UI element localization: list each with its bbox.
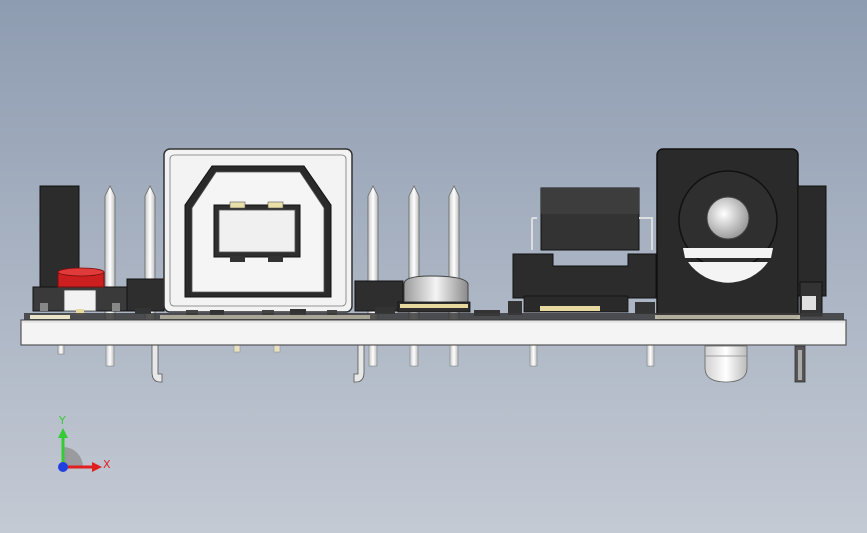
bottom-leads: [57, 343, 806, 383]
y-axis-arrowhead: [58, 428, 68, 438]
left-small-part: [126, 278, 165, 312]
right-header-base: [354, 280, 404, 312]
crystal-can: [397, 275, 471, 313]
x-axis-label: X: [103, 458, 111, 471]
x-axis-arrowhead: [92, 462, 102, 472]
regulator-block: [512, 187, 657, 313]
axis-triad: [58, 428, 102, 472]
dc-barrel-jack: [656, 148, 827, 320]
y-axis-label: Y: [59, 414, 66, 427]
usb-b-connector: [163, 148, 353, 313]
pcb-board: [20, 313, 847, 346]
z-axis-origin: [58, 462, 68, 472]
